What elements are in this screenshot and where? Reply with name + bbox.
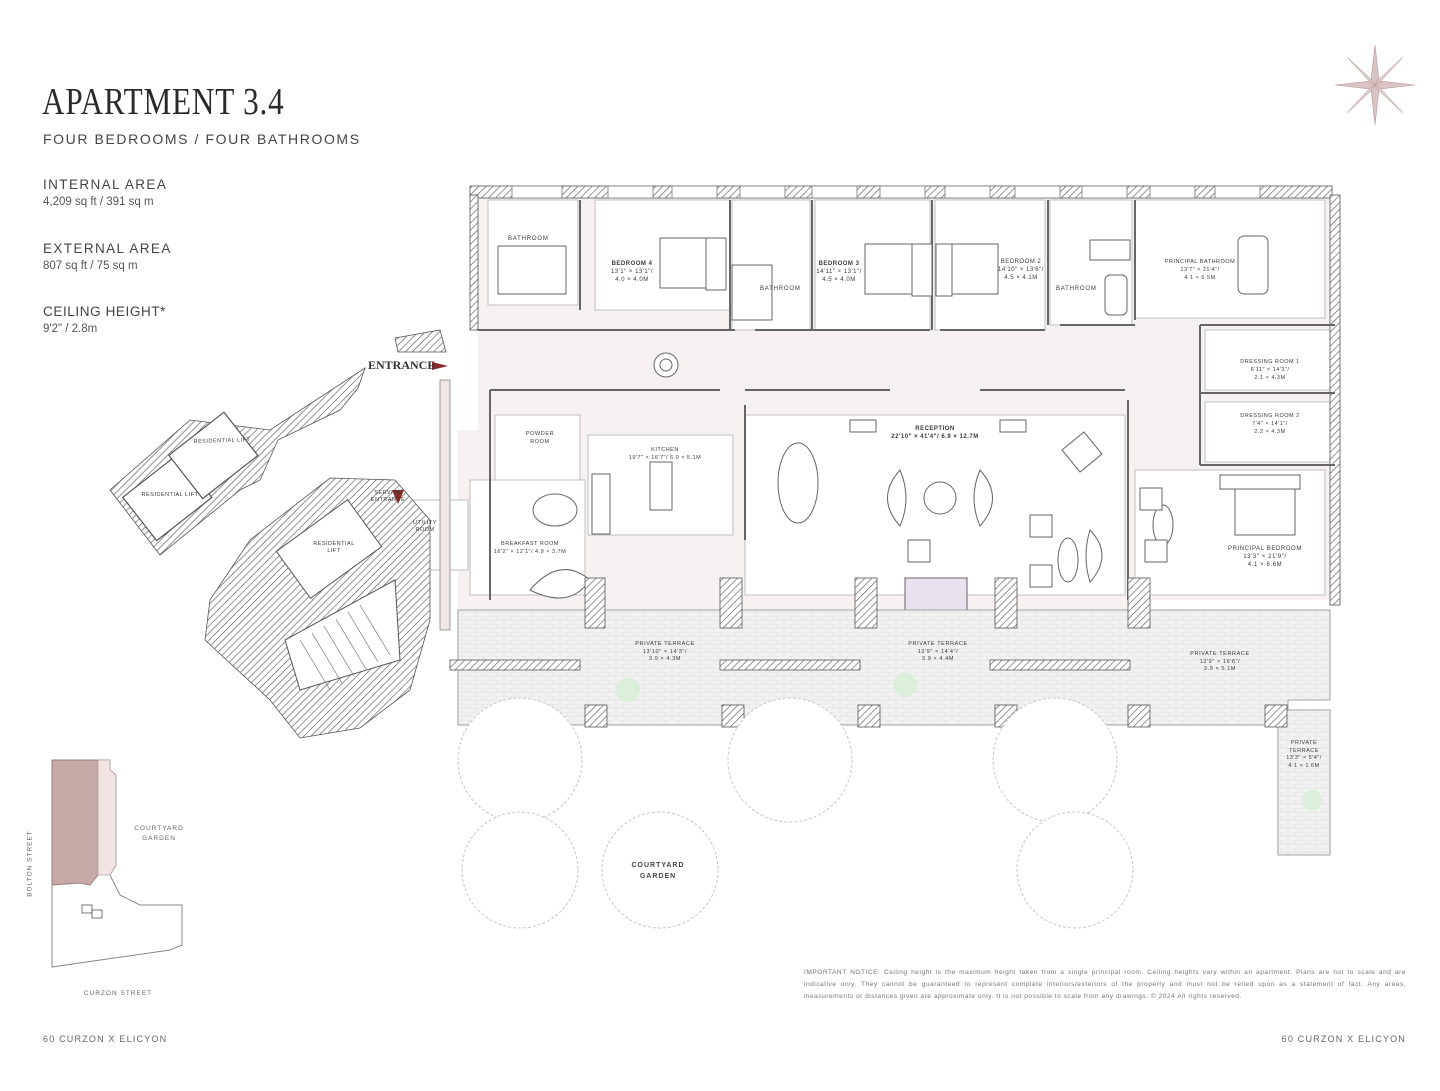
key-plan (51, 759, 183, 968)
external-area-label: EXTERNAL AREA (43, 241, 172, 256)
bathroom-3-label: BATHROOM (1056, 286, 1097, 292)
internal-area-value: 4,209 sq ft / 391 sq m (43, 196, 154, 208)
internal-area-label: INTERNAL AREA (43, 177, 168, 192)
ceiling-height-label: CEILING HEIGHT* (43, 304, 167, 319)
service-entrance-label: SERVICE ENTRANCE (370, 490, 406, 503)
terrace-floor (457, 609, 1331, 856)
dressing-room-1 (1204, 329, 1336, 391)
compass-icon (1334, 44, 1416, 126)
powder-room-label: POWDER ROOM (525, 431, 555, 445)
service-entrance-arrow-icon (392, 490, 404, 504)
bathroom-1-label: BATHROOM (508, 236, 549, 242)
key-plan-highlight (51, 759, 99, 886)
courtyard-garden-label: COURTYARD GARDEN (631, 862, 685, 880)
page-subtitle: FOUR BEDROOMS / FOUR BATHROOMS (43, 131, 361, 147)
garden-trees (457, 697, 1134, 929)
principal-bathroom-room (1134, 199, 1326, 319)
utility-room-label: UTILITY ROOM (413, 520, 437, 533)
bathroom-2-label: BATHROOM (760, 286, 801, 292)
lift-3-label: RESIDENTIAL LIFT (313, 541, 355, 554)
powder-room-room (494, 414, 581, 481)
page-title: APARTMENT 3.4 (42, 81, 285, 123)
entrance-label: ENTRANCE (368, 358, 436, 372)
external-area-value: 807 sq ft / 75 sq m (43, 260, 138, 272)
bolton-street-label: BOLTON STREET (26, 830, 34, 897)
dressing-room-2 (1204, 401, 1336, 463)
keyplan-courtyard-label: COURTYARD GARDEN (134, 825, 184, 842)
ceiling-height-value: 9'2" / 2.8m (43, 323, 98, 335)
entrance-arrow-icon (432, 362, 448, 370)
footer-right: 60 CURZON X ELICYON (1281, 1034, 1406, 1044)
lift-2-label: RESIDENTIAL LIFT (141, 492, 199, 498)
important-notice: IMPORTANT NOTICE: Ceiling height is the … (804, 969, 1406, 1000)
curzon-street-label: CURZON STREET (83, 990, 153, 997)
footer-left: 60 CURZON X ELICYON (43, 1034, 168, 1044)
